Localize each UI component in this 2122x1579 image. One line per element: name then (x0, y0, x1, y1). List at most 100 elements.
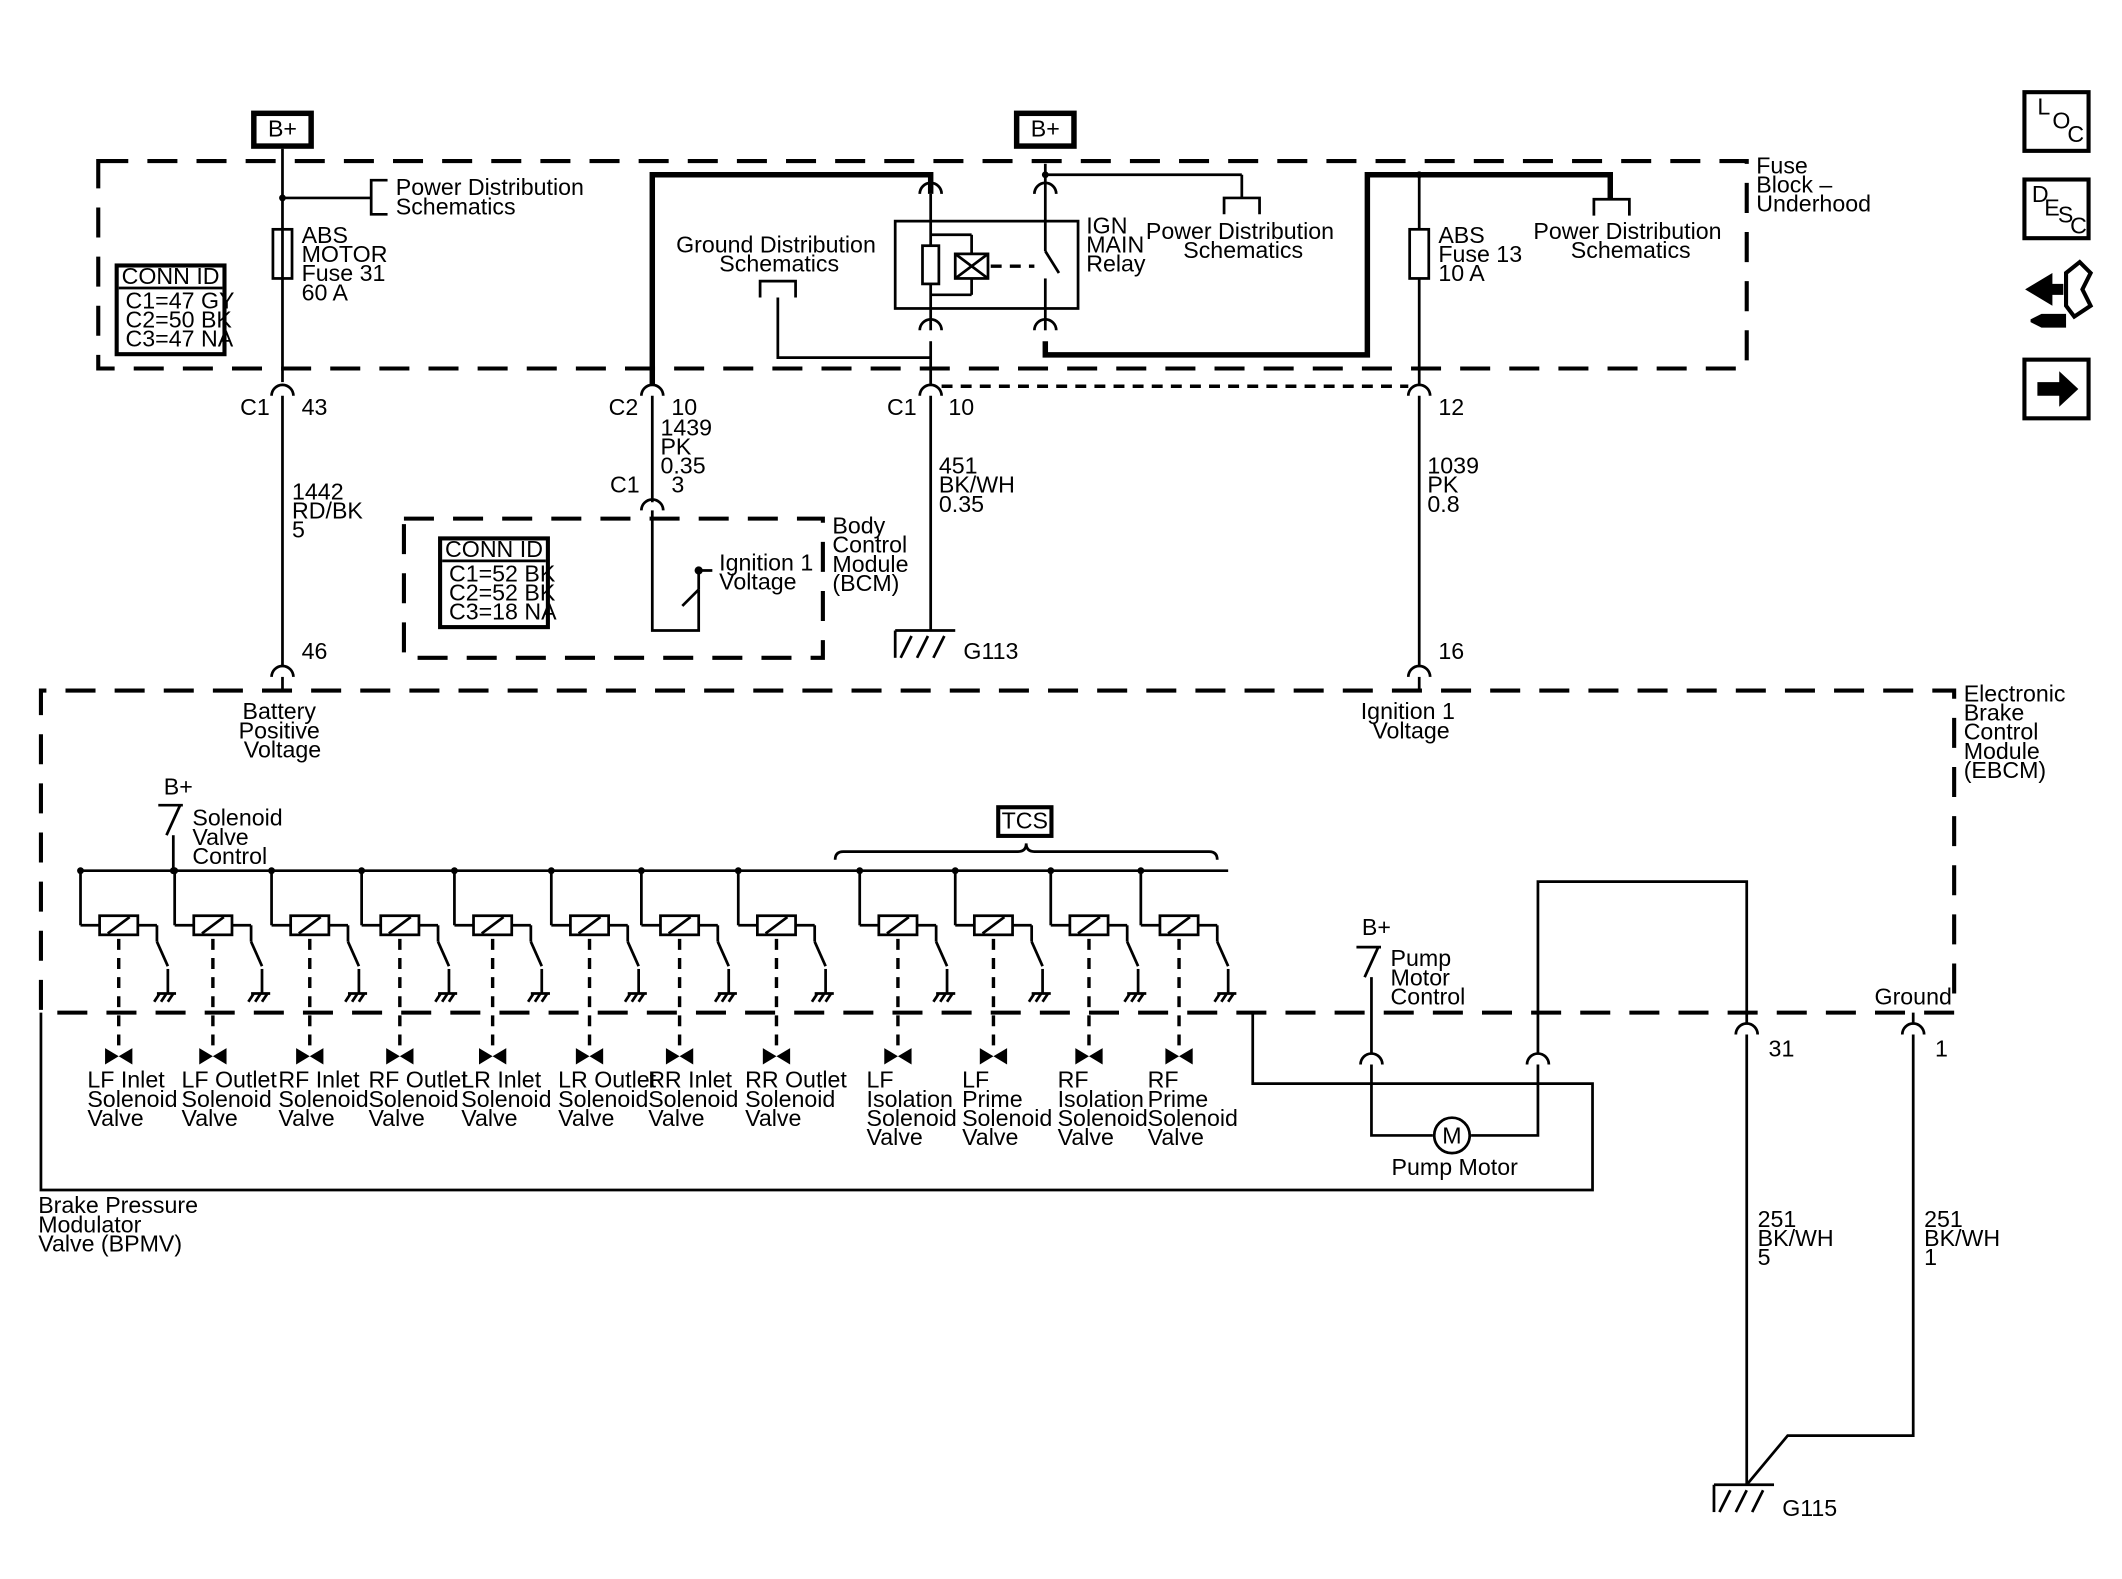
bcm-conn-id-table: CONN ID C1=52 BK C2=52 BK C3=18 NA (438, 536, 562, 630)
svg-text:L: L (2037, 94, 2050, 120)
connector-icon[interactable] (2025, 259, 2094, 328)
ign-main-relay (893, 219, 1080, 310)
battery-terminal-2: B+ (1013, 110, 1077, 149)
ebcm-ground-label: Ground (1875, 983, 1952, 1009)
pump-b-plus: B+ (1362, 914, 1391, 940)
solenoid-valve-control-label: Solenoid Valve Control (192, 805, 289, 869)
connector-c1-3: C1 3 (610, 472, 684, 498)
svg-text:CONN ID: CONN ID (445, 536, 543, 562)
valve-icon (386, 1048, 400, 1065)
ebcm-outline (38, 688, 1957, 1015)
svg-text:D: D (2032, 181, 2049, 207)
solenoid-b-plus: B+ (164, 773, 193, 799)
battery-positive-voltage-label: Battery Positive Voltage (239, 698, 327, 762)
bpmv-title: Brake Pressure Modulator Valve (BPMV) (38, 1192, 204, 1256)
power-distribution-label-3: Power Distribution Schematics (1533, 218, 1728, 263)
desc-button[interactable]: D E S C (2022, 177, 2091, 241)
svg-text:C1=47 GY C2=50 BK: C1=47 GY C2=50 BK C3=47 NA (126, 287, 241, 351)
svg-text:C: C (2070, 212, 2087, 238)
svg-text:TCS: TCS (1002, 807, 1048, 833)
bpmv-outline (39, 1012, 1594, 1192)
valve-icon (1075, 1048, 1089, 1065)
valve-icon (478, 1048, 493, 1065)
svg-text:C: C (2067, 121, 2084, 147)
valve-icon (1165, 1048, 1180, 1065)
fuse-block-outline (96, 159, 1749, 371)
ground-distribution-label: Ground Distribution Schematics (676, 232, 882, 277)
pump-motor-icon (1432, 1116, 1472, 1155)
valve-icon (575, 1048, 590, 1065)
valve-icon (979, 1048, 994, 1065)
pin-31: 31 (1769, 1035, 1795, 1061)
tcs-label-box: TCS (996, 805, 1054, 838)
valve-icon (884, 1048, 898, 1065)
pin-46: 46 (302, 638, 328, 664)
svg-text:E: E (2044, 195, 2059, 221)
fuse-block-title: Fuse Block – Underhood (1756, 152, 1871, 216)
wire-1439-label: 1439 PK 0.35 (660, 414, 718, 478)
pin-1: 1 (1935, 1035, 1948, 1061)
svg-text:B+: B+ (268, 116, 297, 142)
connector-c1-10: C1 10 (887, 394, 974, 420)
svg-text:S: S (2058, 201, 2073, 227)
connector-12: 12 (1438, 394, 1464, 420)
next-arrow-button[interactable] (2022, 357, 2091, 421)
power-distribution-label-2: Power Distribution Schematics (1146, 218, 1341, 263)
wire-251-label-2: 251 BK/WH 1 (1924, 1206, 2006, 1270)
valve-icon (105, 1048, 119, 1065)
ground-g113-label: G113 (963, 638, 1018, 664)
bcm-ignition-voltage: Ignition 1 Voltage (719, 549, 820, 594)
power-distribution-label-1: Power Distribution Schematics (396, 174, 591, 219)
bcm-title: Body Control Module (BCM) (832, 513, 915, 596)
valve-icon (296, 1048, 310, 1065)
abs-fuse-icon (1408, 227, 1431, 280)
valve-icon (199, 1048, 213, 1065)
motor-symbol: M (1442, 1123, 1461, 1149)
abs-motor-fuse-label: ABS MOTOR Fuse 31 60 A (302, 222, 394, 305)
wire-251-label-1: 251 BK/WH 5 (1758, 1206, 1840, 1270)
loc-button[interactable]: L O C (2022, 90, 2091, 153)
fuse-block-conn-id-table: CONN ID C1=47 GY C2=50 BK C3=47 NA (114, 263, 241, 357)
connector-c1-43: C1 43 (240, 394, 327, 420)
wire-451-label: 451 BK/WH 0.35 (939, 453, 1021, 517)
ground-g113-icon (893, 629, 956, 659)
pump-motor-label: Pump Motor (1392, 1154, 1519, 1180)
wire-1039-label: 1039 PK 0.8 (1427, 453, 1485, 517)
svg-text:C1=52 BK C2=52 BK: C1=52 BK C2=52 BK C3=18 NA (449, 560, 562, 624)
ebcm-title: Electronic Brake Control Module (EBCM) (1964, 680, 2072, 782)
valve-icon (762, 1048, 777, 1065)
battery-terminal-1: B+ (251, 110, 314, 149)
valve-icon (665, 1048, 680, 1065)
wire-1442-label: 1442 RD/BK 5 (292, 479, 369, 543)
ebcm-ignition-voltage-label: Ignition 1 Voltage (1361, 698, 1462, 743)
svg-text:B+: B+ (1031, 116, 1060, 142)
bcm-outline (401, 516, 825, 660)
connector-c2-10: C2 10 (609, 394, 698, 420)
pin-16: 16 (1438, 638, 1464, 664)
arrow-right-icon (2037, 371, 2079, 407)
